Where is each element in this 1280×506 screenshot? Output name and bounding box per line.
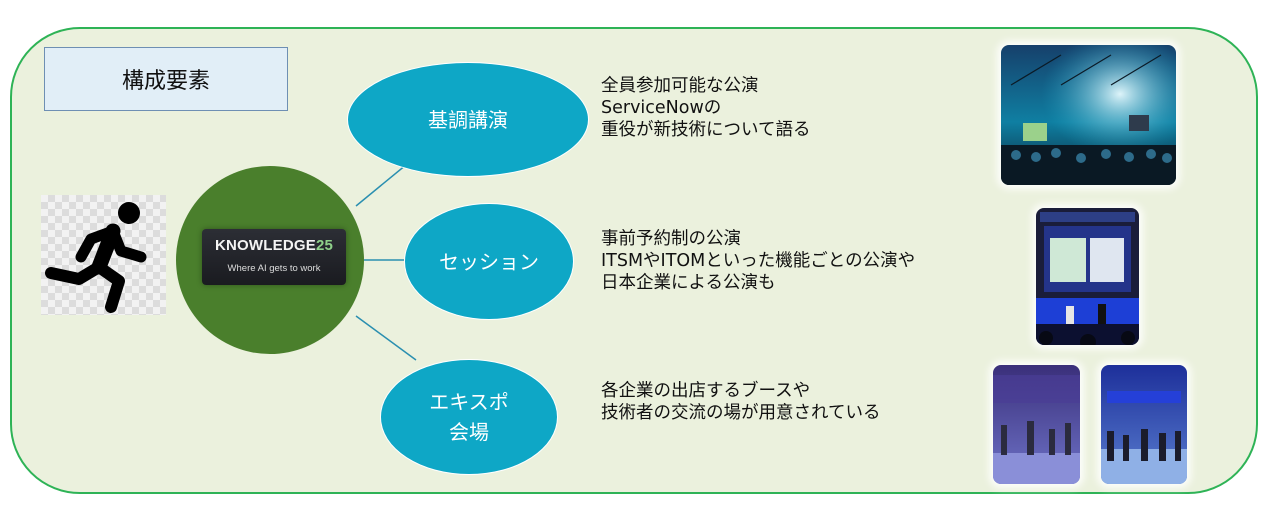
node-session: セッション — [404, 203, 574, 320]
description-line: 各企業の出店するブースや — [601, 381, 811, 401]
session-description: 事前予約制の公演 ITSMやITOMといった機能ごとの公演や 日本企業による公演… — [601, 228, 915, 294]
description-line: 全員参加可能な公演 — [601, 76, 759, 96]
node-label: 基調講演 — [428, 107, 508, 132]
expo-hall-photo-2 — [1101, 365, 1187, 484]
expo-hall-photo-1 — [993, 365, 1080, 484]
node-label: 会場 — [449, 420, 489, 444]
running-person-icon — [45, 202, 147, 313]
keynote-description: 全員参加可能な公演 ServiceNowの 重役が新技術について語る — [601, 75, 810, 141]
runner-image — [41, 195, 166, 315]
description-line: ServiceNowの — [601, 98, 722, 118]
description-line: ITSMやITOMといった機能ごとの公演や — [601, 251, 916, 271]
keynote-hall-photo — [1001, 45, 1176, 185]
logo-tagline: Where AI gets to work — [227, 263, 321, 274]
session-stage-photo — [1036, 208, 1139, 345]
description-line: 技術者の交流の場が用意されている — [601, 403, 881, 423]
node-label: セッション — [439, 249, 539, 274]
knowledge25-logo: KNOWLEDGE25 Where AI gets to work — [202, 229, 346, 285]
node-keynote: 基調講演 — [347, 62, 589, 177]
description-line: 事前予約制の公演 — [601, 229, 741, 249]
logo-wordmark: KNOWLEDGE25 — [214, 237, 334, 254]
connector-line — [355, 315, 417, 361]
diagram-title: 構成要素 — [44, 47, 288, 111]
node-label: エキスポ — [429, 390, 509, 414]
description-line: 日本企業による公演も — [601, 273, 776, 293]
description-line: 重役が新技術について語る — [601, 120, 811, 140]
expo-description: 各企業の出店するブースや 技術者の交流の場が用意されている — [601, 380, 880, 424]
node-expo: エキスポ 会場 — [380, 359, 558, 475]
